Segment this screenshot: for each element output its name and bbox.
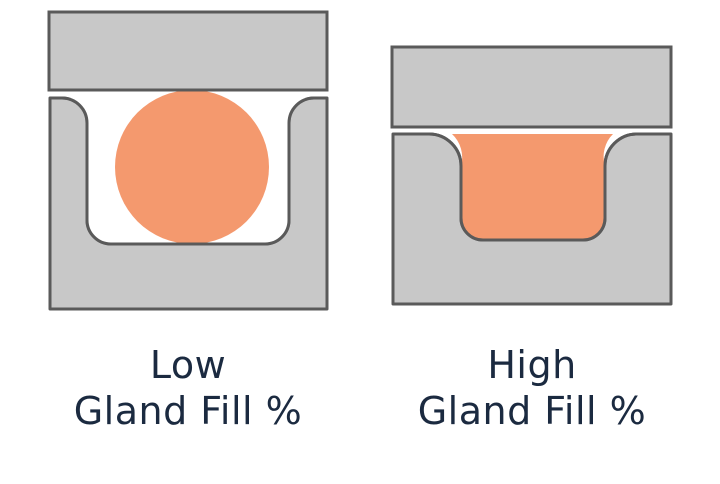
high-fill-top-plate <box>390 45 673 129</box>
low-fill-caption: Low Gland Fill % <box>38 342 338 434</box>
low-fill-caption-line2: Gland Fill % <box>73 389 303 433</box>
low-fill-top-plate <box>47 10 329 92</box>
low-fill-caption-line1: Low <box>149 343 227 387</box>
low-fill-groove-outline <box>50 96 327 246</box>
high-fill-caption: High Gland Fill % <box>382 342 682 434</box>
high-fill-groove-outline <box>393 132 671 242</box>
low-fill-assembly <box>47 10 329 311</box>
low-fill-oring-seal <box>115 90 269 244</box>
high-fill-compressed-seal <box>452 134 613 240</box>
high-fill-caption-line1: High <box>487 343 577 387</box>
high-fill-assembly <box>390 45 673 306</box>
high-fill-caption-line2: Gland Fill % <box>417 389 647 433</box>
